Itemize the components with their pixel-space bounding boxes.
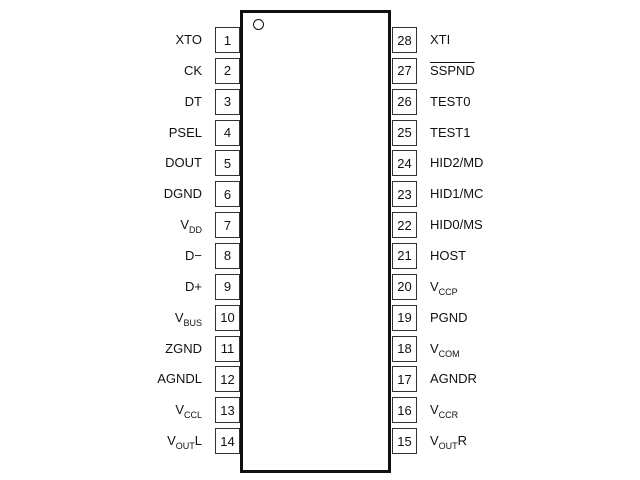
pin-number-box: 4: [215, 119, 240, 146]
pin-name: V: [430, 278, 439, 294]
pin-name-subscript: COM: [438, 348, 460, 359]
pin-name-suffix: R: [457, 433, 468, 449]
pin-name: TEST1: [430, 124, 471, 140]
pin-number-box: 22: [392, 212, 417, 239]
pin-name: D+: [185, 278, 202, 294]
pin-label: HOST: [430, 243, 466, 269]
pin-name: HID1/MC: [430, 186, 484, 202]
pin-label: CK: [184, 58, 202, 84]
pin-name: HOST: [430, 247, 467, 263]
pin-label: D+: [185, 274, 202, 300]
pin-number-box: 23: [392, 181, 417, 208]
pin-name: DOUT: [165, 155, 202, 171]
pin-label: VOUTR: [430, 428, 467, 454]
pin-number-box: 5: [215, 150, 240, 177]
pin-number-box: 15: [392, 428, 417, 455]
pin-name-subscript: CCL: [183, 410, 202, 421]
pin-name: SSPND: [430, 62, 475, 78]
pin-number-box: 24: [392, 150, 417, 177]
pin-name: PSEL: [168, 124, 202, 140]
pin-label: DOUT: [165, 150, 202, 176]
pin-number-box: 12: [215, 366, 240, 393]
pin-number-box: 10: [215, 304, 240, 331]
pin-label: VCCP: [430, 274, 458, 300]
pin-number-box: 25: [392, 119, 417, 146]
pin-label: TEST0: [430, 89, 470, 115]
pin-number-box: 8: [215, 242, 240, 269]
pin-label: VCOM: [430, 336, 460, 362]
pin-name-subscript: OUT: [438, 441, 458, 452]
pin-name: HID2/MD: [430, 155, 484, 171]
pin-number-box: 13: [215, 397, 240, 424]
pin-name: V: [430, 340, 439, 356]
pin-label: PGND: [430, 305, 468, 331]
pin-number-box: 16: [392, 397, 417, 424]
pin-number-box: 20: [392, 273, 417, 300]
pin-number-box: 2: [215, 57, 240, 84]
pin-label: AGNDR: [430, 366, 477, 392]
pin-name: DGND: [163, 186, 202, 202]
pin-name-subscript: CCR: [438, 410, 459, 421]
pin-name: ZGND: [165, 340, 202, 356]
pin-label: VOUTL: [167, 428, 202, 454]
pin-label: DGND: [164, 181, 202, 207]
pin-number-box: 7: [215, 212, 240, 239]
pin-name: V: [167, 433, 176, 449]
pin-label: AGNDL: [157, 366, 202, 392]
pin-name-subscript: DD: [189, 225, 202, 236]
pin-name-subscript: CCP: [438, 286, 458, 297]
pin-name: V: [180, 217, 189, 233]
pin-name-subscript: OUT: [175, 441, 195, 452]
pin-name: AGNDL: [157, 371, 202, 387]
pin-label: XTI: [430, 27, 450, 53]
pin-name: XTI: [430, 32, 451, 47]
pin-name: HID0/MS: [430, 217, 483, 233]
pin-number-box: 21: [392, 242, 417, 269]
pin-number-box: 17: [392, 366, 417, 393]
pin-number-box: 18: [392, 335, 417, 362]
pin-number-box: 1: [215, 27, 240, 53]
pin-name: DT: [184, 93, 202, 109]
pin-number-box: 3: [215, 88, 240, 115]
pin-name: CK: [183, 62, 202, 78]
pin-label: D−: [185, 243, 202, 269]
pin-label: HID1/MC: [430, 181, 483, 207]
pin-number-box: 14: [215, 428, 240, 455]
pin-number-box: 28: [392, 27, 417, 53]
pin-name: V: [430, 402, 439, 418]
pin-label: VCCL: [175, 397, 202, 423]
pin-number-box: 6: [215, 181, 240, 208]
pin-label: HID2/MD: [430, 150, 483, 176]
pin-label: VCCR: [430, 397, 458, 423]
pin-label: VBUS: [175, 305, 202, 331]
pin-name: XTO: [175, 32, 203, 47]
pin-name: V: [430, 433, 439, 449]
pin-name: PGND: [430, 309, 468, 325]
pin-label: ZGND: [165, 336, 202, 362]
pin-name: V: [174, 309, 184, 325]
pin-name: D−: [185, 247, 202, 263]
pin-name: TEST0: [430, 93, 471, 109]
ic-package-body: [240, 10, 391, 473]
pin-number-box: 27: [392, 57, 417, 84]
pin-label: SSPND: [430, 58, 475, 84]
pin-number-box: 19: [392, 304, 417, 331]
pin-name: V: [175, 402, 184, 418]
pin-label: VDD: [180, 212, 202, 238]
pin-number-box: 26: [392, 88, 417, 115]
pin-number-box: 11: [215, 335, 240, 362]
pin-name-suffix: L: [194, 433, 202, 449]
pin-label: TEST1: [430, 120, 470, 146]
pin-number-box: 9: [215, 273, 240, 300]
pin-label: HID0/MS: [430, 212, 483, 238]
pin-label: PSEL: [169, 120, 202, 146]
pin-name: AGNDR: [430, 371, 477, 387]
pin-label: XTO: [176, 27, 203, 53]
pin-label: DT: [185, 89, 202, 115]
pin-name-subscript: BUS: [183, 317, 202, 328]
pin1-indicator-dot: [253, 19, 264, 30]
